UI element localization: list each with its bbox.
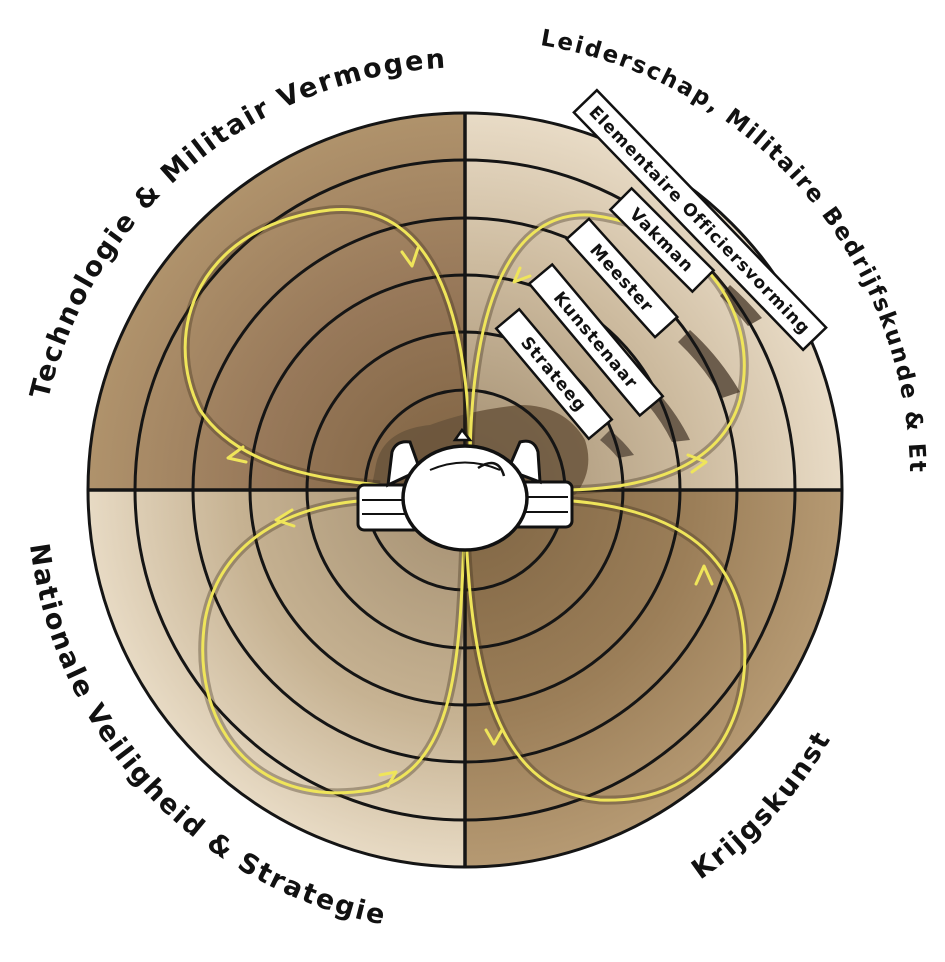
loop-bottom-left <box>201 498 467 795</box>
arrow-icon <box>512 266 532 284</box>
helmet-icon <box>356 427 574 552</box>
loop-bottom-right <box>463 498 747 802</box>
arrow-icon <box>378 770 398 788</box>
arrow-icon <box>274 508 296 528</box>
level-shade-band <box>678 330 740 398</box>
arrow-icon <box>694 564 714 586</box>
arrow-icon <box>400 246 420 268</box>
arrow-icon <box>226 445 248 464</box>
arrow-icon <box>686 453 708 474</box>
arrow-icon <box>484 728 504 746</box>
quadrant-bottom-left <box>88 490 465 867</box>
loop-top-left <box>183 208 472 487</box>
